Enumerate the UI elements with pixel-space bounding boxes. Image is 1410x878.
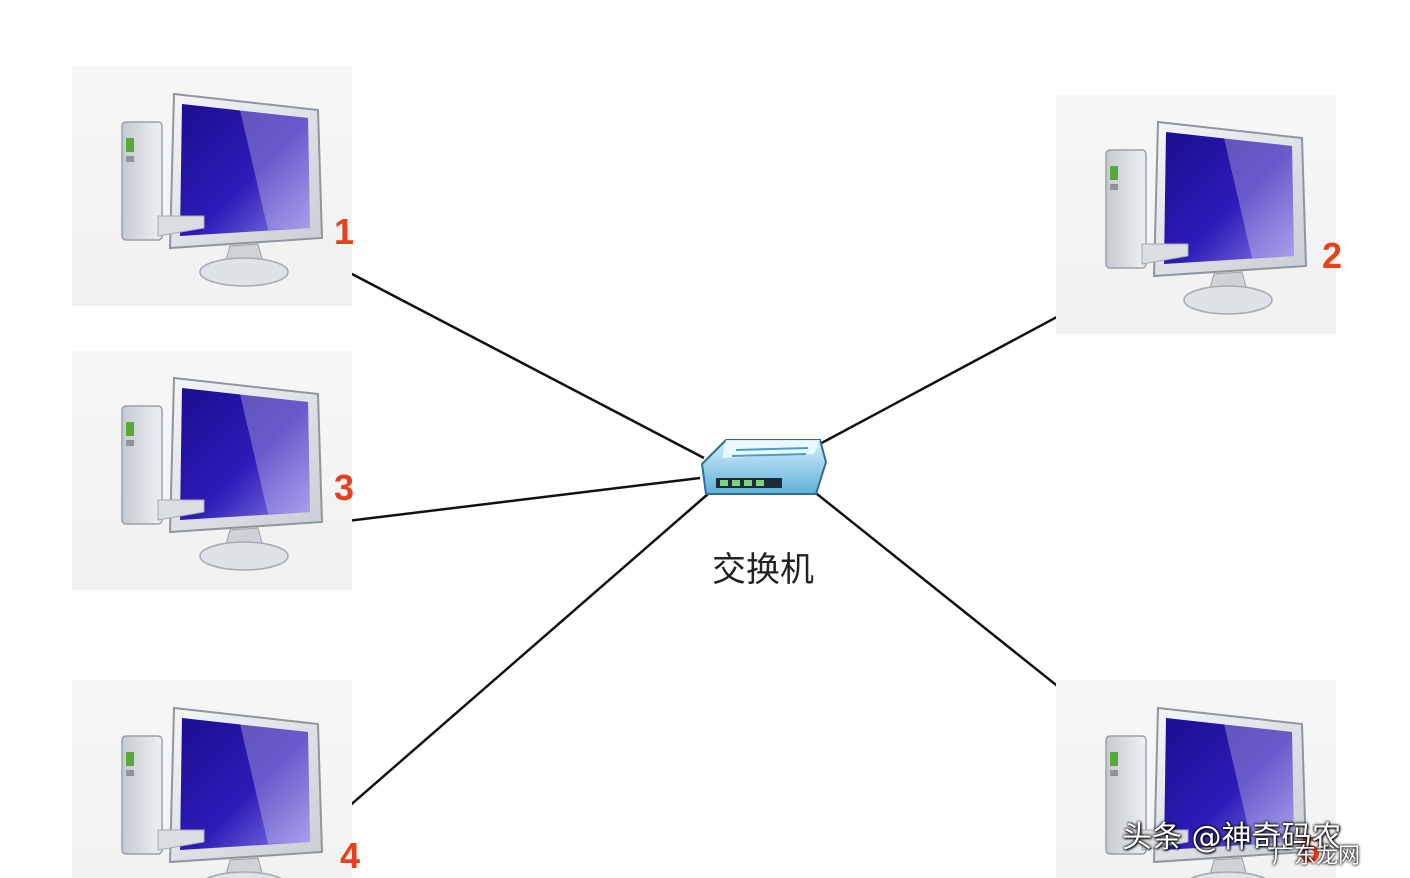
desktop-computer-icon	[71, 349, 353, 591]
desktop-computer-icon	[1055, 93, 1337, 335]
node-label-2: 2	[1322, 235, 1343, 276]
computer-pc-2	[1055, 93, 1337, 335]
computer-pc-4	[71, 679, 353, 878]
link-pc-1	[305, 248, 705, 460]
watermark-sub: 广东龙网	[1272, 844, 1361, 869]
desktop-computer-icon	[71, 679, 353, 878]
node-label-4: 4	[340, 835, 361, 876]
watermark: 头条 @神奇码农	[1122, 820, 1342, 855]
computer-pc-3	[71, 349, 353, 591]
link-pc-3	[305, 476, 701, 528]
node-label-3: 3	[334, 467, 355, 508]
network-switch-icon	[700, 439, 828, 495]
node-label-1: 1	[334, 211, 355, 252]
desktop-computer-icon	[71, 65, 353, 307]
link-pc-4	[307, 493, 709, 843]
computer-pc-1	[71, 65, 353, 307]
node-label-5: 5	[1300, 829, 1321, 870]
switch-label: 交换机	[712, 550, 814, 590]
